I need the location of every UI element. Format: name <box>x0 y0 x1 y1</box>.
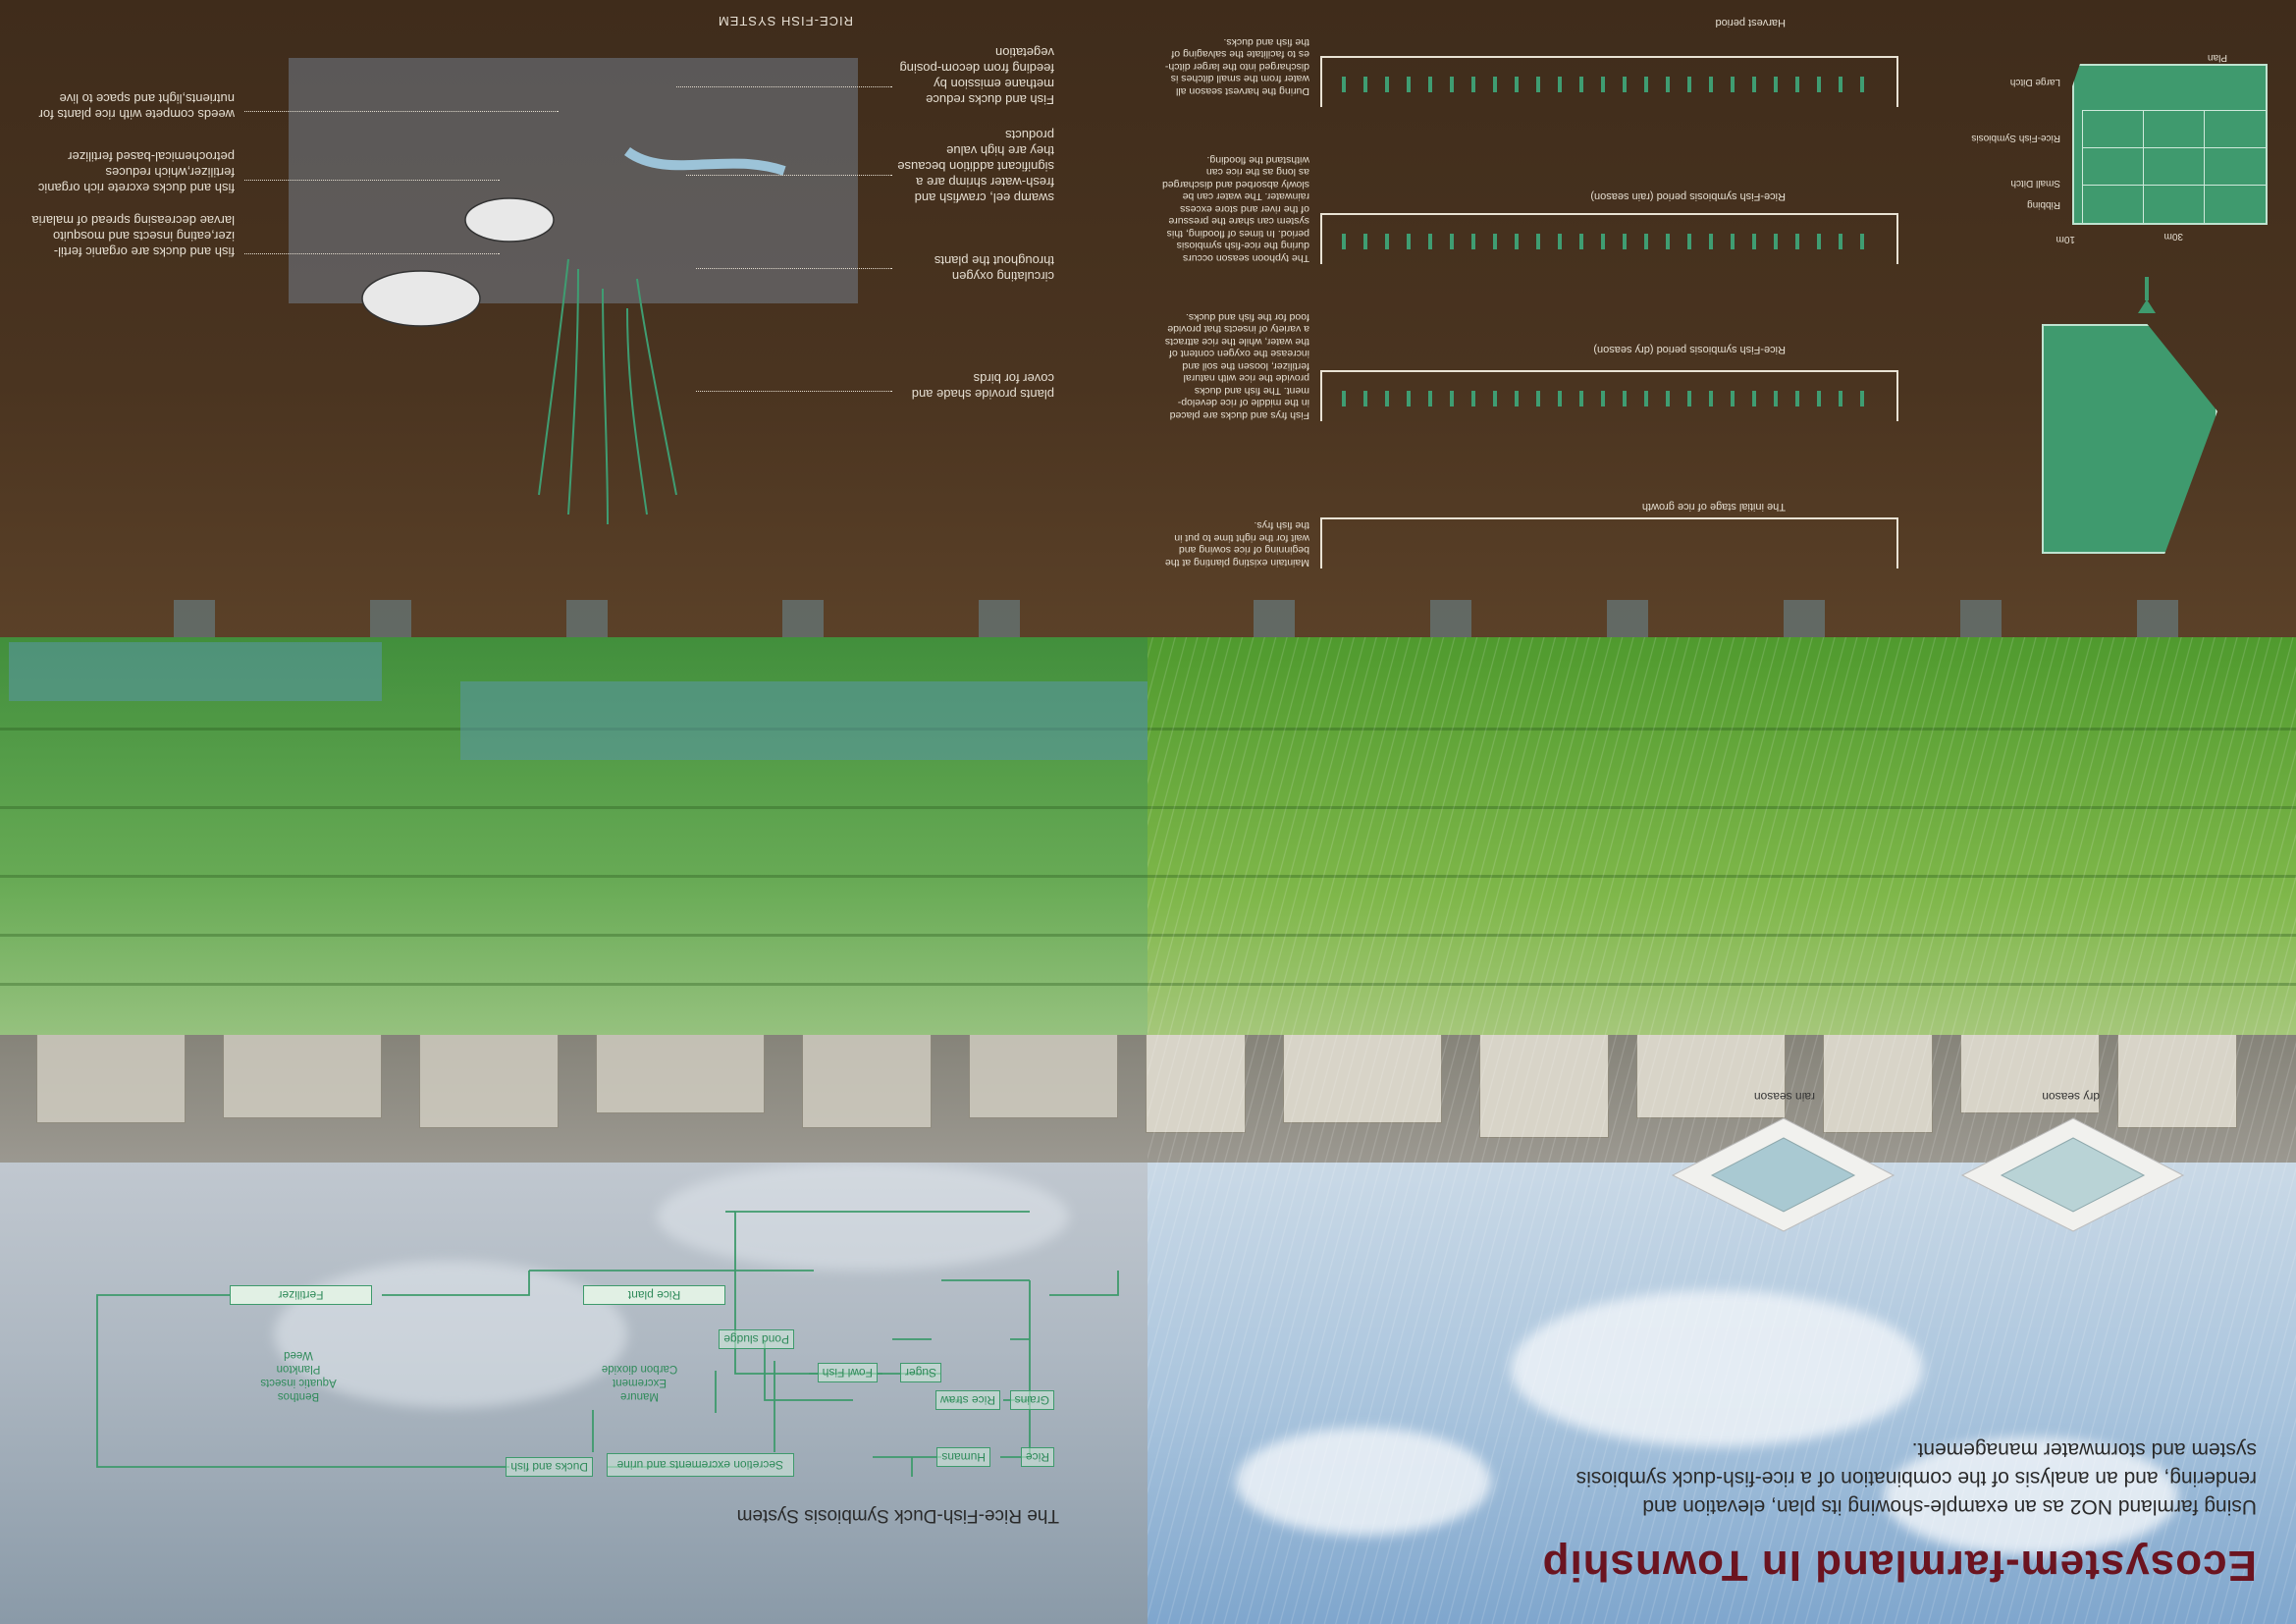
rice-seedlings <box>1334 77 1864 92</box>
rice-seedlings <box>1334 234 1864 249</box>
annotation-fertilizer: fish and ducks are organic fertil-izer,e… <box>31 213 235 259</box>
stage-text-initial: Maintain existing planting at the beginn… <box>1164 519 1309 569</box>
plan-label-ribbing: Ribbing <box>2027 199 2060 210</box>
annotation-weeds: weeds compete with rice plants for nutri… <box>38 91 235 122</box>
ditch-cross-section <box>1960 600 2002 637</box>
ditch-cross-section <box>174 600 215 637</box>
page-subtitle: Using farmland NO2 as an example-showing… <box>1575 1438 2257 1518</box>
stage-text-harvest: During the harvest season all water from… <box>1164 36 1309 97</box>
flow-node-benthos: Benthos Aquatic insects Plankton Weed <box>260 1349 337 1402</box>
arrow-shaft <box>2145 277 2149 300</box>
flow-diagram-title: The Rice-Fish-Duck Symbiosis System <box>736 1505 1059 1526</box>
plan-cell <box>2204 185 2266 223</box>
ditch-cross-section <box>1784 600 1825 637</box>
annotation-leader <box>244 253 500 254</box>
annotation-leader <box>676 86 892 87</box>
annotation-eel: swamp eel, crawfish and fresh-water shri… <box>897 128 1054 205</box>
ditch-cross-section <box>1607 600 1648 637</box>
water-channel <box>9 642 382 701</box>
plan-cell <box>2204 147 2266 186</box>
annotation-leader <box>686 175 892 176</box>
field-row <box>0 728 2296 731</box>
field-row <box>0 806 2296 809</box>
ditch-cross-section <box>979 600 1020 637</box>
ditch-cross-section <box>370 600 411 637</box>
flow-node-grains: Grains <box>1009 1390 1054 1410</box>
field-row <box>0 875 2296 878</box>
annotation-excrete: fish and ducks excrete rich organic fert… <box>37 149 235 195</box>
annotation-shade: plants provide shade and cover for birds <box>911 371 1054 402</box>
ditch-cross-section <box>1430 600 1471 637</box>
stage-label-rain: Rice-Fish symbiosis period (rain season) <box>1590 190 1786 202</box>
plan-label-large-ditch: Large Ditch <box>2009 77 2060 87</box>
stage-label-dry: Rice-Fish symbiosis period (dry season) <box>1593 344 1786 355</box>
rice-fish-system-title: RICE-FISH SYSTEM <box>717 14 853 28</box>
cloud <box>1236 1428 1491 1536</box>
rice-seedlings <box>1334 391 1864 406</box>
flow-node-suger: Suger <box>899 1363 941 1382</box>
ditch-cross-section <box>2137 600 2178 637</box>
flow-node-rice-plant: Rice plant <box>583 1285 725 1305</box>
flow-node-ducks-and-fish: Ducks and fish <box>506 1457 593 1477</box>
stage-text-rain: The typhoon season occurs during the ric… <box>1161 154 1309 264</box>
plan-cell <box>2143 147 2205 186</box>
stage-text-dry: Fish frys and ducks are placed in the mi… <box>1164 311 1309 421</box>
rice-fish-system-panel <box>289 58 858 303</box>
plan-cell <box>2082 185 2144 223</box>
flow-node-fertilizer: Fertilizer <box>230 1285 372 1305</box>
annotation-oxygen: circulating oxygen throughout the plants <box>934 253 1054 284</box>
water-channel <box>460 681 1148 760</box>
dry-season-label: dry season <box>2042 1090 2100 1104</box>
flow-node-rice-straw: Rice straw <box>934 1390 1000 1410</box>
ditch-cross-section <box>1254 600 1295 637</box>
stage-label-initial: The initial stage of rice growth <box>1641 501 1786 513</box>
annotation-leader <box>696 268 892 269</box>
annotation-leader <box>244 111 559 112</box>
annotation-leader <box>696 391 892 392</box>
plan-cell <box>2143 185 2205 223</box>
farmland-plan <box>2072 64 2268 225</box>
plan-label-small-ditch: Small Ditch <box>2010 178 2060 189</box>
plan-dim-30m: 30m <box>2163 231 2183 242</box>
stage-initial-section <box>1320 517 1898 568</box>
arrow-up-icon <box>2138 299 2156 313</box>
flow-node-pond-sludge: Pond sludge <box>719 1329 794 1349</box>
cloud <box>657 1163 1069 1271</box>
plan-cell <box>2204 110 2266 148</box>
field-row <box>0 934 2296 937</box>
plan-label-rice-fish: Rice-Fish Symbiosis <box>1971 133 2060 143</box>
plan-cell <box>2082 110 2144 148</box>
annotation-leader <box>244 180 500 181</box>
ditch-cross-section <box>782 600 824 637</box>
plan-cell <box>2143 110 2205 148</box>
flow-node-humans: Humans <box>936 1447 990 1467</box>
stage-label-harvest: Harvest period <box>1715 17 1786 28</box>
ditch-cross-section <box>566 600 608 637</box>
dry-season-isometric-plan <box>1960 1117 2185 1232</box>
rain-season-isometric-plan <box>1671 1117 1896 1232</box>
annotation-methane: Fish and ducks reduce methane emission b… <box>899 45 1054 107</box>
flow-node-secretion: Secretion excrements and urine <box>606 1453 794 1477</box>
cloud <box>1511 1290 1923 1447</box>
rain-season-label: rain season <box>1753 1090 1815 1104</box>
plan-dim-10m: 10m <box>2056 234 2075 244</box>
flow-node-manure: Manure Excrement Carbon dioxide <box>601 1363 678 1402</box>
flow-node-rice: Rice <box>1020 1447 1054 1467</box>
plan-title: Plan <box>2207 52 2227 63</box>
plan-cell <box>2082 147 2144 186</box>
page-title: Ecosystem-farmland In Township <box>1541 1542 2257 1590</box>
flow-node-fowl-fish: Fowl Fish <box>817 1363 878 1382</box>
field-row <box>0 983 2296 986</box>
